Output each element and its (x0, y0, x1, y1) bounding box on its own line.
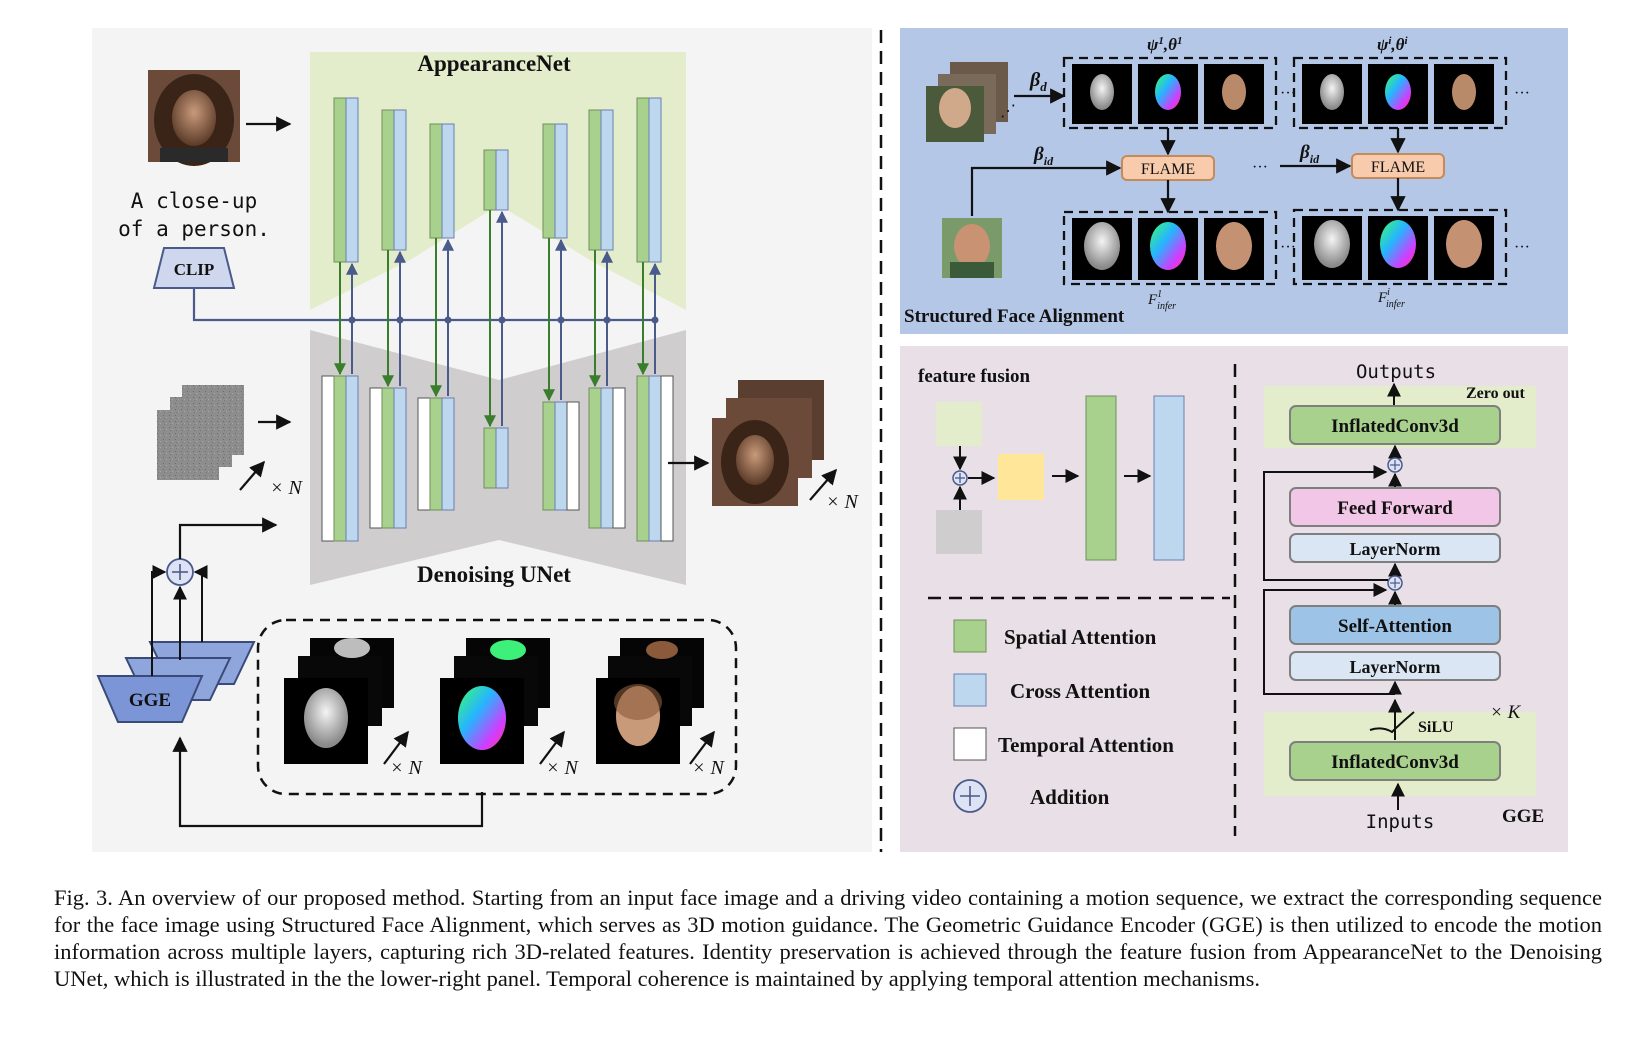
flame-label-2: FLAME (1371, 159, 1425, 176)
ellipsis-bottom-right: ··· (1514, 239, 1530, 256)
gge-label: GGE (129, 690, 171, 711)
normal-times-n: × N (546, 757, 579, 779)
ellipsis-bottom-mid: ··· (1280, 239, 1296, 256)
output-times-n: × N (826, 491, 859, 513)
legend-spatial-swatch (953, 619, 987, 653)
gge-conv-top (1289, 405, 1501, 445)
figure-caption: Fig. 3. An overview of our proposed meth… (54, 885, 1602, 991)
fusion-title: feature fusion (918, 366, 1030, 387)
gge-silu: SiLU (1418, 719, 1454, 736)
prompt-line-2: of a person. (118, 217, 270, 241)
gge-feed-forward (1289, 487, 1501, 527)
legend-cross-label: Cross Attention (1010, 679, 1151, 703)
guidance-normal-stack (440, 638, 550, 764)
depth-times-n: × N (390, 757, 423, 779)
feature-fusion-diagram (936, 395, 1185, 561)
legend-cross-swatch (953, 673, 987, 707)
flame-label-1: FLAME (1141, 161, 1195, 178)
ellipsis-top-right: ··· (1514, 85, 1530, 102)
beta-id-label-1: βid (1033, 144, 1054, 168)
gge-outputs: Outputs (1356, 361, 1436, 383)
sequence-1-frames (1072, 64, 1264, 124)
beta-id-label-2: βid (1299, 142, 1320, 166)
sequence-1-box (1062, 56, 1278, 130)
driving-video-frames (926, 62, 1008, 142)
alignment-title: Structured Face Alignment (904, 306, 1125, 327)
gge-feed-forward-label: Feed Forward (1337, 498, 1453, 519)
infer-1-frames (1072, 218, 1264, 280)
psi-theta-i-label: ψi,θi (1377, 35, 1409, 54)
gge-self-attention-label: Self-Attention (1338, 616, 1452, 637)
clip-block (152, 247, 236, 289)
identity-face-image (942, 218, 1002, 278)
denoising-unet-blocks (321, 375, 674, 542)
gge-layernorm-1-label: LayerNorm (1350, 539, 1441, 559)
input-face-image (148, 70, 240, 166)
output-frames (712, 380, 824, 506)
gge-zero-out: Zero out (1466, 385, 1525, 402)
appearance-to-unet-connectors (334, 210, 661, 428)
gge-conv-bottom-label: InflatedConv3d (1331, 752, 1459, 773)
infer-i-box (1292, 208, 1508, 286)
legend-spatial-label: Spatial Attention (1004, 625, 1157, 649)
gge-conv-bottom (1289, 741, 1501, 781)
noise-times-n: × N (270, 477, 303, 499)
sequence-i-frames (1302, 64, 1494, 124)
guidance-dashed-box (256, 618, 738, 796)
guidance-render-stack (596, 638, 704, 764)
sequence-i-box (1292, 56, 1508, 130)
infer-1-box (1062, 210, 1278, 286)
gge-times-k: × K (1490, 702, 1522, 723)
appearancenet-label: AppearanceNet (417, 51, 571, 76)
guidance-depth-stack (284, 638, 394, 764)
ellipsis-top-mid: ··· (1280, 85, 1296, 102)
ellipsis-flame: ··· (1252, 159, 1268, 176)
gge-tag: GGE (1502, 806, 1544, 827)
denoising-unet-label: Denoising UNet (417, 562, 571, 587)
gge-inputs: Inputs (1366, 811, 1435, 833)
appearancenet-blocks (333, 97, 662, 263)
gge-layernorm-1 (1289, 533, 1501, 563)
noise-input-stack (157, 385, 244, 480)
legend-temporal-label: Temporal Attention (998, 733, 1174, 757)
figure-diagram: AppearanceNet Denoising UNet (92, 28, 1568, 852)
legend-temporal-swatch (953, 727, 987, 761)
gge-self-attention (1289, 605, 1501, 645)
psi-theta-1-label: ψ1,θ1 (1147, 35, 1182, 54)
gge-layernorm-2-label: LayerNorm (1350, 657, 1441, 677)
beta-d-label: βd (1029, 69, 1047, 94)
svg-text:⋰: ⋰ (1000, 103, 1016, 120)
clip-junctions (348, 316, 659, 324)
render-times-n: × N (692, 757, 725, 779)
clip-label: CLIP (174, 260, 215, 279)
gge-conv-top-label: InflatedConv3d (1331, 416, 1459, 437)
legend-addition-label: Addition (1030, 785, 1110, 809)
infer-i-frames (1302, 216, 1494, 280)
gge-layernorm-2 (1289, 651, 1501, 681)
prompt-line-1: A close-up (131, 189, 257, 213)
